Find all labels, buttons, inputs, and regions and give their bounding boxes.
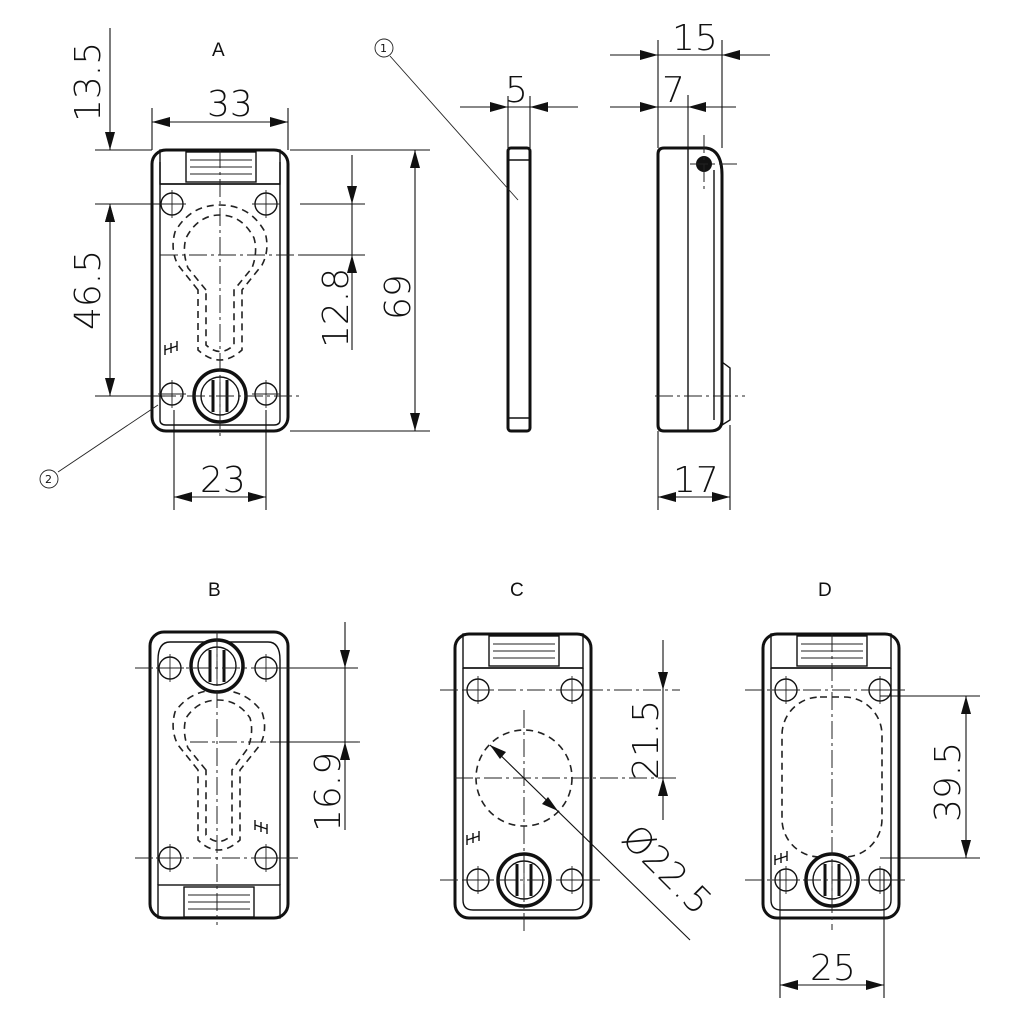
view-c: C 21.5 Ø22.5 [440,580,720,941]
dim-7: 7 [662,70,685,111]
dim-15: 15 [672,18,718,59]
dim-23: 23 [200,460,246,501]
side-view-full: 15 7 17 [610,18,770,510]
view-d: D 39.5 25 [745,580,980,998]
dim-17: 17 [673,460,719,501]
dim-46-5: 46.5 [68,250,109,330]
dim-13-5: 13.5 [68,42,109,122]
view-a: A 13.5 [39,28,430,510]
view-b: B 16.9 [135,580,360,925]
callout-1: 1 [380,42,387,55]
dim-dia-22-5: Ø22.5 [614,817,720,923]
side-body [656,146,724,433]
view-label-c: C [510,580,524,601]
view-label-a: A [212,40,225,61]
dim-39-5: 39.5 [928,742,969,822]
dim-33: 33 [207,84,253,125]
dim-69: 69 [378,274,419,320]
side-view-plate: 5 1 [374,38,578,433]
dim-21-5: 21.5 [626,700,667,780]
view-label-b: B [208,580,221,601]
dim-5: 5 [505,70,528,111]
dim-12-8: 12.8 [316,268,357,348]
view-label-d: D [818,580,832,601]
plate-body [506,146,532,433]
dim-16-9: 16.9 [308,752,349,832]
dim-25: 25 [810,948,856,989]
callout-2: 2 [45,473,52,486]
